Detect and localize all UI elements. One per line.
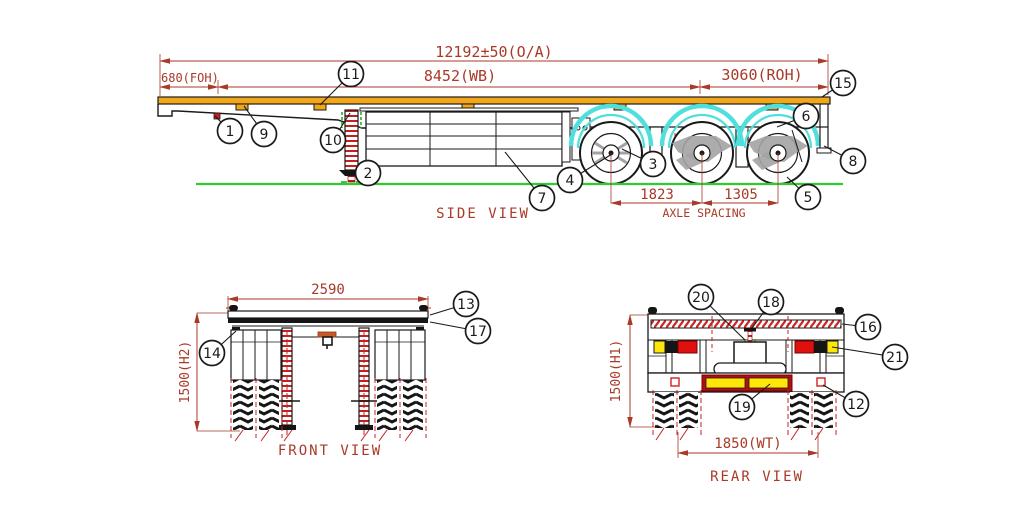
wheelbase-dim: 8452(WB)	[424, 67, 496, 85]
svg-text:2: 2	[364, 166, 373, 182]
svg-text:11: 11	[342, 67, 360, 83]
axle-spacing-label: AXLE SPACING	[662, 206, 745, 220]
rear-bottom-bar	[647, 372, 845, 393]
svg-text:14: 14	[203, 346, 221, 362]
svg-text:13: 13	[457, 297, 475, 313]
svg-text:18: 18	[762, 295, 780, 311]
axle-spacing-dimensions: 1823 1305 AXLE SPACING	[610, 153, 779, 220]
svg-text:5: 5	[804, 190, 813, 206]
kingpin	[213, 112, 221, 120]
callout-21: 21	[831, 343, 909, 371]
side-view-dimensions: 12192±50(O/A) 680(FOH) 8452(WB) 3060(ROH…	[159, 43, 829, 96]
callout-3: 3	[621, 148, 667, 178]
side-view-title: SIDE VIEW	[436, 206, 530, 222]
front-tires	[230, 378, 427, 442]
license-plate-lamp-left	[705, 377, 746, 389]
rear-bumper	[791, 104, 832, 163]
svg-text:20: 20	[692, 290, 710, 306]
callout-13: 13	[429, 290, 480, 318]
rear-left-top-lamp	[648, 307, 657, 314]
svg-text:15: 15	[834, 76, 852, 92]
rear-left-reflector	[670, 377, 680, 387]
axle-spacing-2-dim: 1305	[724, 187, 758, 203]
front-left-lamp	[229, 305, 238, 311]
callout-11: 11	[319, 60, 365, 106]
svg-text:21: 21	[886, 350, 904, 366]
rear-right-top-lamp	[835, 307, 844, 314]
front-support-boxes	[230, 329, 426, 381]
callout-2: 2	[352, 159, 382, 187]
front-view-title: FRONT VIEW	[278, 443, 382, 459]
rear-width-dim: 1850(WT)	[714, 436, 781, 452]
svg-text:8: 8	[849, 154, 858, 170]
callout-12: 12	[822, 384, 870, 418]
overall-length-dim: 12192±50(O/A)	[435, 43, 552, 61]
callout-10: 10	[319, 112, 351, 154]
svg-text:6: 6	[802, 109, 811, 125]
callout-17: 17	[429, 317, 492, 345]
callout-20: 20	[687, 283, 746, 341]
callout-16: 16	[841, 313, 882, 341]
rear-tires	[652, 390, 837, 441]
callout-14: 14	[198, 330, 237, 367]
side-rack-panel	[359, 107, 591, 167]
callout-6: 6	[776, 102, 820, 130]
callout-18: 18	[751, 288, 785, 329]
callout-19: 19	[728, 383, 771, 421]
svg-text:4: 4	[566, 173, 575, 189]
svg-text:1: 1	[226, 124, 235, 140]
front-overhang-dim: 680(FOH)	[161, 71, 219, 85]
rear-right-reflector	[816, 377, 826, 387]
front-view-dimensions: 2590 1500(H2)	[178, 282, 429, 432]
rear-conspicuity-tape	[650, 319, 842, 329]
svg-text:7: 7	[538, 191, 547, 207]
axle-wheels	[579, 121, 810, 185]
rear-view: 1500(H1) 1850(WT)	[609, 283, 909, 485]
front-center-hook	[317, 331, 337, 349]
callout-15: 15	[821, 69, 857, 98]
svg-text:16: 16	[859, 320, 877, 336]
front-height-dim: 1500(H2)	[178, 341, 193, 404]
callout-9: 9	[243, 105, 278, 148]
wheel-fenders	[568, 103, 821, 149]
callout-1: 1	[214, 115, 244, 145]
callout-4: 4	[556, 153, 613, 194]
svg-text:17: 17	[469, 324, 487, 340]
callout-7: 7	[504, 151, 556, 212]
front-right-lamp	[419, 305, 428, 311]
callout-8: 8	[823, 145, 867, 175]
front-view: 2590 1500(H2)	[178, 282, 492, 459]
deck-platform	[157, 96, 831, 105]
svg-text:3: 3	[649, 157, 658, 173]
front-deck	[226, 305, 431, 333]
rear-overhang-dim: 3060(ROH)	[721, 66, 802, 84]
callout-5: 5	[786, 176, 822, 211]
svg-text:19: 19	[733, 400, 751, 416]
front-landing-legs	[274, 327, 377, 437]
svg-text:10: 10	[324, 133, 342, 149]
side-view: 12192±50(O/A) 680(FOH) 8452(WB) 3060(ROH…	[157, 43, 867, 222]
license-plate-lamp-right	[748, 377, 789, 389]
rear-height-dim: 1500(H1)	[609, 340, 624, 403]
svg-text:9: 9	[260, 127, 269, 143]
axle-spacing-1-dim: 1823	[640, 187, 674, 203]
front-width-dim: 2590	[311, 282, 345, 298]
svg-text:12: 12	[847, 397, 865, 413]
rear-view-title: REAR VIEW	[710, 469, 804, 485]
